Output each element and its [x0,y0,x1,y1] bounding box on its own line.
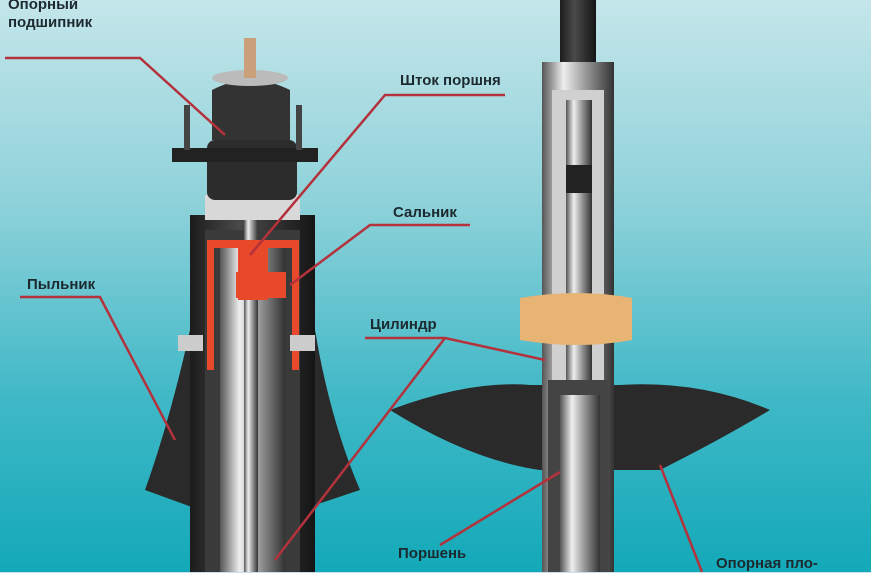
label-piston: Поршень [398,545,467,562]
label-piston-rod: Шток поршня [400,72,501,89]
label-bearing-line2: подшипник [8,14,93,31]
left-strut [145,38,360,572]
label-dust-boot: Пыльник [27,276,96,293]
leader-lines [5,56,704,572]
label-cylinder: Цилиндр [370,316,437,333]
label-bearing-line1: Опорный [8,0,79,13]
right-strut [390,0,770,572]
label-bearing: Опорный подшипник [8,0,92,32]
label-support-plate: Опорная пло- [716,555,818,572]
label-seal: Сальник [393,204,457,221]
